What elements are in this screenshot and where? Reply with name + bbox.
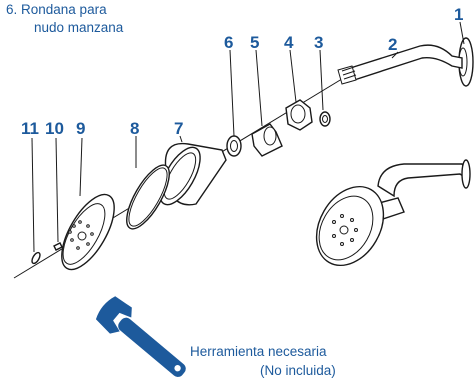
leader-11 <box>31 137 35 253</box>
part-5-ball-connector <box>251 123 283 157</box>
part-6-washer <box>226 135 242 157</box>
part-4-nut <box>285 99 313 131</box>
part-7-head-body <box>159 142 227 206</box>
leader-5 <box>255 49 263 127</box>
label-7: 7 <box>174 119 183 138</box>
leader-4 <box>289 49 297 103</box>
washer-note-line1: 6. Rondana para <box>6 2 107 17</box>
part-8-o-ring <box>126 164 170 230</box>
label-3: 3 <box>314 33 323 52</box>
leader-2 <box>391 51 399 59</box>
tool-note-line1: Herramienta necesaria <box>190 344 327 359</box>
leader-9 <box>79 137 83 197</box>
leader-7 <box>179 135 183 143</box>
assembled-shower-head <box>315 159 471 267</box>
label-11: 11 <box>21 119 39 138</box>
leader-1 <box>459 21 465 45</box>
wrench-icon <box>95 296 186 377</box>
label-10: 10 <box>45 119 64 138</box>
part-11-washer <box>31 251 41 265</box>
leader-10 <box>55 137 59 243</box>
label-6: 6 <box>224 33 233 52</box>
part-1-flange <box>458 37 474 87</box>
label-9: 9 <box>76 119 85 138</box>
leader-3 <box>319 49 324 111</box>
part-10-screw <box>53 242 63 251</box>
part-9-face-plate <box>61 193 115 271</box>
part-3-washer <box>319 111 331 127</box>
label-4: 4 <box>284 33 294 52</box>
part-2-shower-arm <box>337 44 463 85</box>
label-1: 1 <box>454 5 463 24</box>
washer-note-line2: nudo manzana <box>34 20 124 35</box>
leader-6 <box>229 49 235 137</box>
tool-note-line2: (No incluida) <box>260 363 336 378</box>
label-8: 8 <box>130 119 139 138</box>
label-2: 2 <box>388 35 397 54</box>
label-5: 5 <box>250 33 259 52</box>
